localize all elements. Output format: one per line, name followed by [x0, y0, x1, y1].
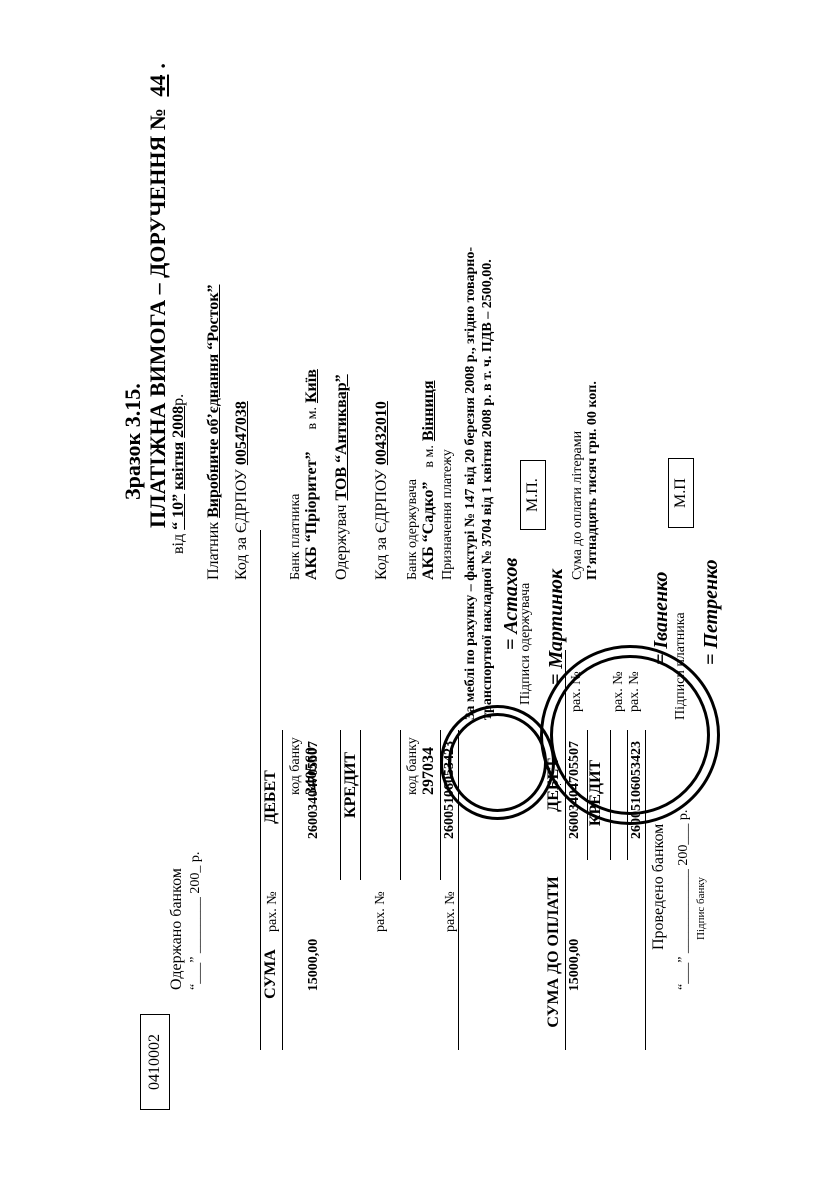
table2-account-label-2: рах. №	[611, 671, 626, 712]
form-code-box: 0410002	[140, 1014, 170, 1110]
round-stamp-1-inner	[448, 713, 547, 812]
processed-date-line: “___” ____________ 200___ р.	[676, 809, 691, 990]
recipient-account-label: рах. №	[373, 891, 388, 932]
table1-debit-header: ДЕБЕТ	[262, 770, 279, 824]
form-code: 0410002	[146, 1034, 163, 1090]
round-stamp-2	[540, 645, 720, 825]
recipient-bank-row: АКБ “Садко” в м. Вінниця	[420, 380, 437, 580]
recipient-row: Одержувач ТОВ “Антиквар”	[333, 374, 350, 580]
payer-edrpou-row: Код за ЄДРПОУ 00547038	[233, 401, 250, 580]
table2-account-label-1: рах. №	[569, 671, 584, 712]
bank-signature-label: Підпис банку	[695, 876, 707, 940]
processed-label: Проведено банком	[650, 823, 667, 950]
sum-words-value: П’ятнадцять тисяч грн. 00 коп.	[585, 381, 600, 580]
mp-label-top: М.П.	[524, 478, 541, 512]
recipient-bank-code: 297034	[420, 747, 437, 795]
purpose-label: Призначення платежу	[440, 449, 455, 580]
table2-credit-header: КРЕДИТ	[587, 759, 604, 827]
purpose-line-1: За меблі по рахунку – фактурі № 147 від …	[463, 246, 478, 720]
table1-credit-header: КРЕДИТ	[342, 751, 359, 819]
table2-debit-header: ДЕБЕТ	[545, 758, 562, 812]
payer-row: Платник Виробниче об’єднання “Росток”	[205, 284, 222, 580]
table2-credit-account: 26005106053423	[629, 741, 644, 839]
recipient-bank-code-label: код банку	[405, 737, 420, 795]
table2-account-label-3: рах. №	[627, 671, 642, 712]
document-date: від “ 10” квітня 2008р.	[170, 393, 187, 554]
recipient-signatures-label: Підписи одержувача	[518, 582, 533, 705]
sum-words-label: Сума до оплати літерами	[570, 430, 585, 580]
table2-sum-header: СУМА ДО ОПЛАТИ	[545, 876, 562, 1028]
recipient-bank-label: Банк одержувача	[405, 479, 420, 580]
payer-bank-code-label: код банку	[288, 737, 303, 795]
table1-debit-account: 26003404705507	[306, 741, 321, 839]
table2-amount: 15000,00	[567, 938, 582, 992]
received-label: Одержано банком	[168, 868, 185, 990]
payer-signatures-label: Підписи платника	[673, 612, 688, 720]
payer-signature-1: = Іваненко	[650, 571, 672, 665]
sample-number: Зразок 3.15.	[120, 383, 145, 500]
payer-signature-2: = Петренко	[700, 559, 722, 665]
round-stamp-2-inner	[550, 655, 710, 815]
payer-account-label: рах. №	[265, 891, 280, 932]
recipient-edrpou-row: Код за ЄДРПОУ 00432010	[373, 401, 390, 580]
payer-bank-row: АКБ “Пріоритет” в м. Київ	[303, 369, 320, 580]
recipient-account-label-2: рах. №	[443, 891, 458, 932]
mp-stamp-box-bottom: М.П	[668, 458, 694, 528]
purpose-line-2: транспортної накладної № 3704 від 1 квіт…	[480, 259, 495, 720]
payer-bank-label: Банк платника	[288, 493, 303, 580]
mp-label-bottom: М.П	[672, 478, 689, 508]
mp-stamp-box-top: М.П.	[520, 460, 546, 530]
received-date-line: “___” ________ 200_ р.	[188, 851, 203, 990]
table2-debit-account: 26003404705507	[567, 741, 582, 839]
document-title: ПЛАТІЖНА ВИМОГА – ДОРУЧЕННЯ № 44.	[145, 63, 170, 528]
table1-sum-header: СУМА	[262, 949, 279, 999]
table1-amount: 15000,00	[306, 938, 321, 992]
